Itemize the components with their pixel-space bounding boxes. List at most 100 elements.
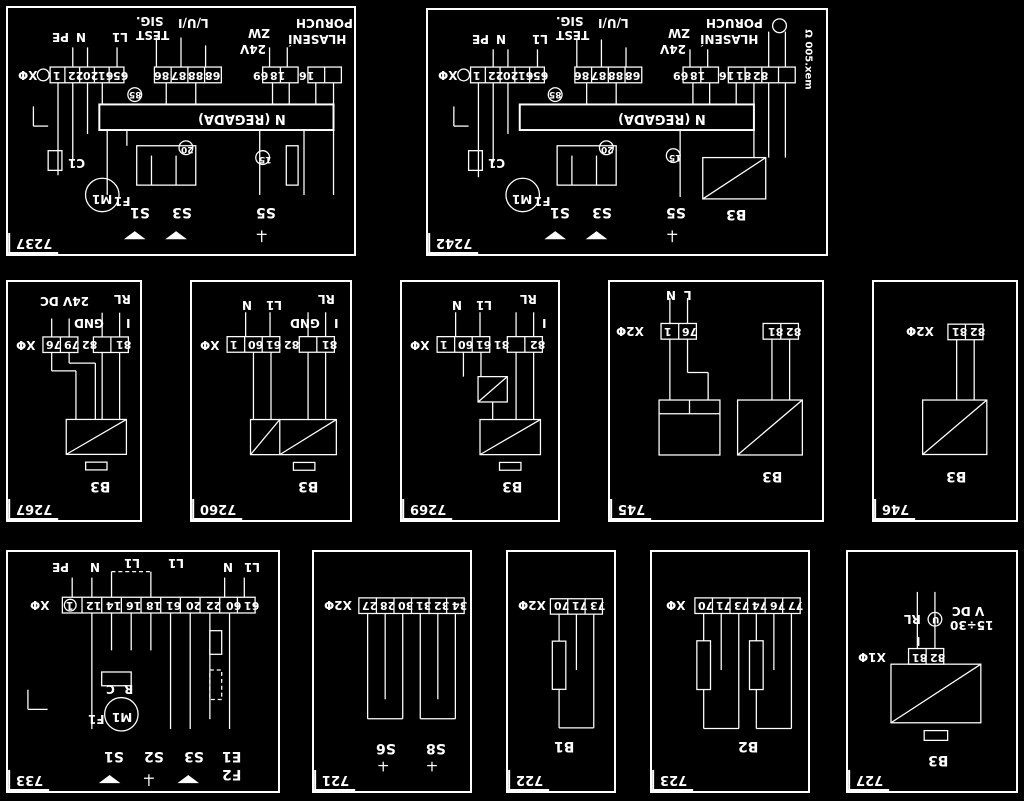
schematic-721 (358, 597, 465, 772)
terminal-number: 22 (206, 599, 222, 612)
s5-label: S5 (666, 204, 686, 220)
r-label: R (124, 682, 134, 696)
terminal-number: 79 (64, 338, 80, 351)
terminal-number: 68 (625, 69, 641, 82)
l-label: L (684, 288, 692, 302)
terminal-number: 20 (83, 69, 99, 82)
terminal-number: 31 (416, 599, 432, 612)
terminal-number: 30 (398, 599, 414, 612)
contact-15: 15 (259, 154, 272, 164)
pe-label: PE (472, 32, 489, 46)
panel-tag: 7269 (402, 499, 453, 520)
vdc-label: V DC (952, 604, 985, 618)
lui-label: L/U/I (178, 16, 209, 30)
terminal-label: XΦ (16, 338, 36, 352)
b3-label: B3 (928, 752, 949, 768)
hlaseni-label: HLASENÍ (700, 32, 759, 46)
terminal-number: 18 (690, 69, 706, 82)
pe-label: PE (52, 30, 69, 44)
b3-label: B3 (726, 206, 747, 222)
terminal-number: 87 (591, 69, 607, 82)
terminal-label: XΦ (200, 338, 220, 352)
terminal-number: 60 (458, 338, 474, 351)
v24dc-label: 24V DC (40, 294, 89, 308)
terminal-label: XΦ (438, 68, 458, 82)
m1-label: M1 (512, 192, 533, 206)
l1b-label: L1 (168, 556, 184, 570)
terminal-number: 69 (253, 69, 269, 82)
terminal-number: 73 (590, 599, 606, 612)
terminal-number: 1 (664, 325, 672, 338)
contact-85: 85 (129, 89, 142, 99)
porucha-label: PORUCH (706, 16, 763, 30)
terminal-label: XΦ (410, 338, 430, 352)
f1-label: F1 (114, 194, 131, 208)
terminal-number: 74 (752, 599, 768, 612)
porucha-label: PORUCH (296, 16, 353, 30)
gnd-label: GND (290, 316, 320, 330)
schematic-722 (549, 598, 604, 729)
terminal-number: 86 (574, 69, 590, 82)
terminal-number: 69 (673, 69, 689, 82)
schematic-733 (27, 571, 256, 787)
terminal-number: 20 (503, 69, 519, 82)
panel-tag: 7242 (428, 233, 479, 254)
terminal-label: XΦ (30, 598, 50, 612)
v24-label: 24V (240, 42, 266, 56)
s1-label: S1 (104, 748, 124, 764)
range-label: 15÷30 (950, 618, 994, 632)
schematic-723 (694, 597, 801, 730)
sig-label: SIG. (136, 14, 164, 28)
terminal-number: 81 (768, 325, 784, 338)
terminal-number: 27 (362, 599, 378, 612)
terminal-number: 60 (226, 599, 242, 612)
schematic-7237 (32, 37, 343, 243)
s6-label: S6 (376, 740, 396, 756)
l1-label: L1 (124, 556, 140, 570)
terminal-number: 14 (106, 599, 122, 612)
terminal-number: 1 (53, 69, 61, 82)
terminal-number: 86 (154, 69, 170, 82)
terminal-number: 61 (166, 599, 182, 612)
terminal-number: 18 (146, 599, 162, 612)
terminal-number: 61 (98, 69, 114, 82)
terminal-number: 82 (284, 338, 300, 351)
terminal-number: 12 (86, 599, 102, 612)
terminal-label: X1Φ (858, 650, 886, 664)
test-label: TEST (136, 28, 170, 42)
panel-733: XΦ PE N L1 L1 N L1 C R M1 F1 S1 S2 S3 E1… (6, 550, 280, 793)
terminal-number: 22 (68, 69, 84, 82)
terminal-number: 82 (970, 325, 986, 338)
terminal-number: 76 (46, 338, 62, 351)
l1-label: L1 (266, 298, 282, 312)
terminal-number: 61 (476, 338, 492, 351)
s1-label: S1 (550, 204, 570, 220)
terminal-number: 22 (488, 69, 504, 82)
contact-20: 20 (181, 144, 194, 154)
b3-label: B3 (298, 478, 319, 494)
sig-label: SIG. (556, 14, 584, 28)
terminal-number: 87 (171, 69, 187, 82)
pe-label: PE (52, 560, 69, 574)
rl-label: RL (904, 612, 921, 626)
f2-label: F2 (222, 766, 242, 782)
terminal-number: 68 (205, 69, 221, 82)
terminal-label: X2Φ (518, 598, 546, 612)
f1-label: F1 (88, 712, 105, 726)
ohm-label: Ω 005.xem (802, 29, 814, 90)
zw-label: ZW (248, 26, 270, 40)
n-label: N (242, 298, 253, 312)
terminal-number: 88 (608, 69, 624, 82)
terminal-number: 88 (188, 69, 204, 82)
l1-label: L1 (476, 298, 492, 312)
e1-label: E1 (222, 748, 242, 764)
b3-label: B3 (90, 478, 111, 494)
panel-tag: 727 (848, 770, 890, 791)
schematic-746 (921, 323, 988, 456)
terminal-number: 82 (930, 651, 946, 664)
